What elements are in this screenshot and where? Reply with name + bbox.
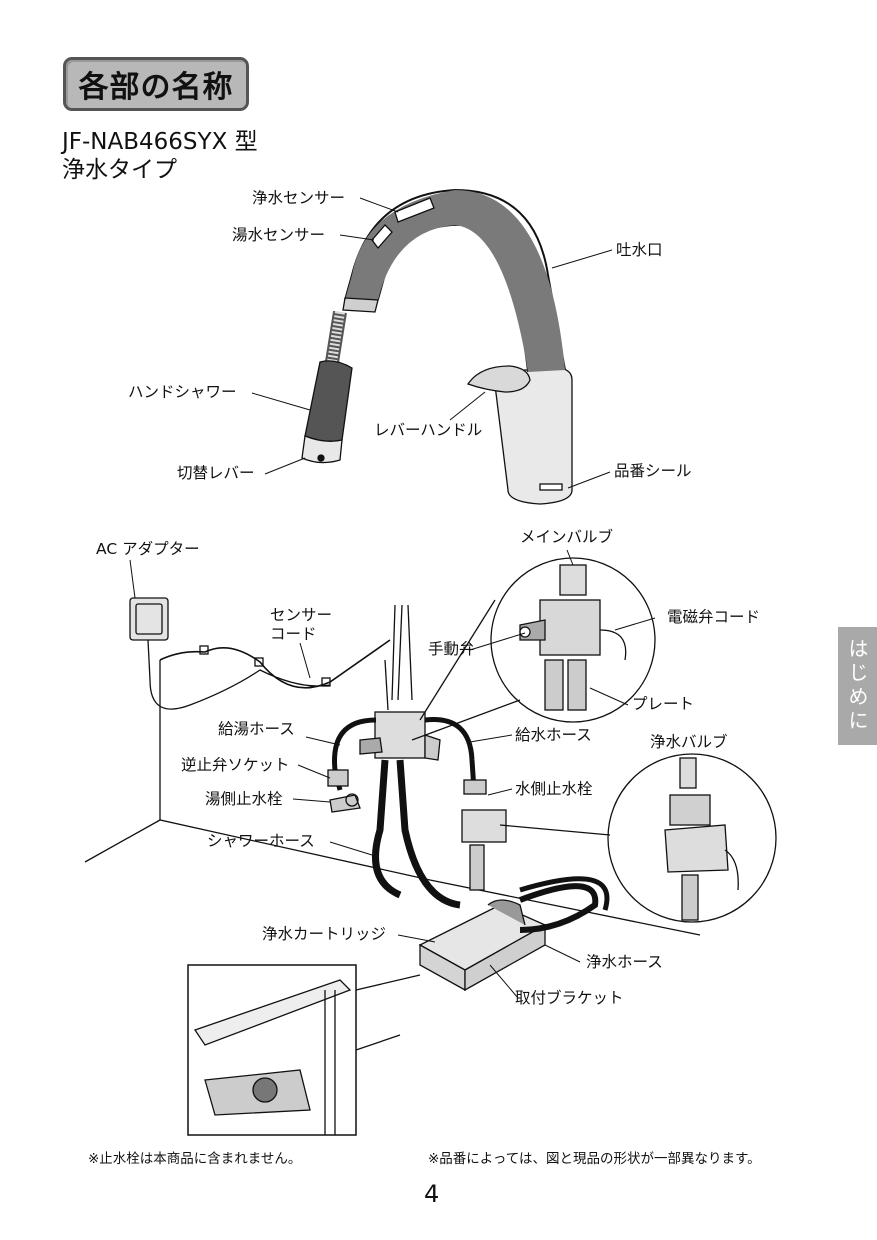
label-hot-sensor: 湯水センサー: [232, 226, 326, 244]
label-solenoid-cord: 電磁弁コード: [667, 608, 761, 626]
page-number: 4: [424, 1180, 440, 1208]
undersink-drawing: [84, 557, 777, 1136]
label-lever-handle: レバーハンドル: [374, 421, 483, 439]
label-hand-shower: ハンドシャワー: [128, 383, 237, 401]
label-hot-stop-valve: 湯側止水栓: [205, 790, 283, 808]
label-pure-valve: 浄水バルブ: [650, 733, 728, 751]
label-shower-hose: シャワーホース: [207, 832, 315, 850]
label-bracket: 取付ブラケット: [515, 989, 624, 1007]
note-stop-valve: ※止水栓は本商品に含まれません。: [88, 1151, 302, 1167]
faucet-drawing: [301, 188, 573, 505]
label-main-valve: メインバルブ: [520, 528, 614, 546]
label-pure-sensor: 浄水センサー: [252, 189, 346, 207]
label-plate: プレート: [632, 695, 695, 713]
label-switch-lever: 切替レバー: [177, 464, 255, 482]
label-cartridge: 浄水カートリッジ: [262, 925, 387, 943]
label-cold-stop-valve: 水側止水栓: [515, 780, 593, 798]
leader-lines: [129, 197, 656, 999]
label-ac-adapter: AC アダプター: [96, 540, 200, 558]
product-type: 浄水タイプ: [62, 157, 177, 183]
section-title: 各部の名称: [63, 57, 249, 111]
label-spout: 吐水口: [616, 241, 663, 259]
label-pure-hose: 浄水ホース: [586, 953, 663, 971]
model-number: JF-NAB466SYX 型: [62, 129, 258, 155]
note-model-difference: ※品番によっては、図と現品の形状が一部異なります。: [428, 1151, 761, 1167]
label-water-hose: 給水ホース: [515, 726, 592, 744]
label-check-socket: 逆止弁ソケット: [181, 756, 290, 774]
label-part-seal: 品番シール: [614, 462, 692, 480]
label-sensor-cord-2: コード: [270, 625, 317, 643]
label-manual-valve: 手動弁: [428, 640, 475, 658]
label-sensor-cord-1: センサー: [270, 606, 333, 624]
label-hot-hose: 給湯ホース: [218, 720, 295, 738]
side-tab-introduction[interactable]: はじめに: [838, 627, 877, 745]
